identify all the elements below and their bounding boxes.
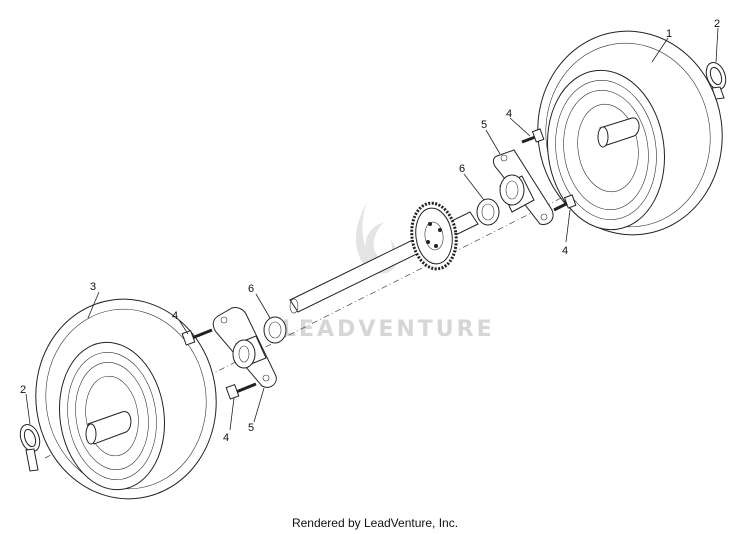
left-bolt-bottom xyxy=(225,382,257,400)
callout-pin-right: 2 xyxy=(714,18,720,30)
callout-bolt-left-top: 4 xyxy=(172,310,178,322)
right-washer xyxy=(476,198,500,226)
callout-bolt-right-bottom: 4 xyxy=(562,245,568,257)
left-washer xyxy=(263,316,287,344)
sprocket-gear xyxy=(410,201,458,271)
callout-bolt-left-bottom: 4 xyxy=(223,432,229,444)
callout-tire-left: 3 xyxy=(90,281,96,293)
right-ring-pin xyxy=(705,61,727,100)
right-bolt-top xyxy=(521,128,545,144)
callout-bracket-right: 5 xyxy=(481,119,487,131)
watermark-text: LEADVENTURE xyxy=(282,317,495,342)
callout-bracket-left: 5 xyxy=(248,422,254,434)
flame-logo-icon xyxy=(355,200,398,274)
callout-washer-right: 6 xyxy=(459,163,465,175)
callout-tire-right: 1 xyxy=(666,28,672,40)
left-tire xyxy=(35,298,217,500)
left-bolt-top xyxy=(181,328,213,346)
callout-pin-left: 2 xyxy=(20,384,26,396)
callout-washer-left: 6 xyxy=(248,283,254,295)
right-bearing-bracket xyxy=(492,149,554,225)
callout-bolt-right-top: 4 xyxy=(506,108,512,120)
right-tire xyxy=(537,30,723,236)
leader-lines xyxy=(25,27,719,431)
left-ring-pin xyxy=(19,423,41,472)
right-bolt-bottom xyxy=(553,194,577,212)
left-bearing-bracket xyxy=(212,307,277,388)
rendered-by-footer: Rendered by LeadVenture, Inc. xyxy=(291,516,459,530)
